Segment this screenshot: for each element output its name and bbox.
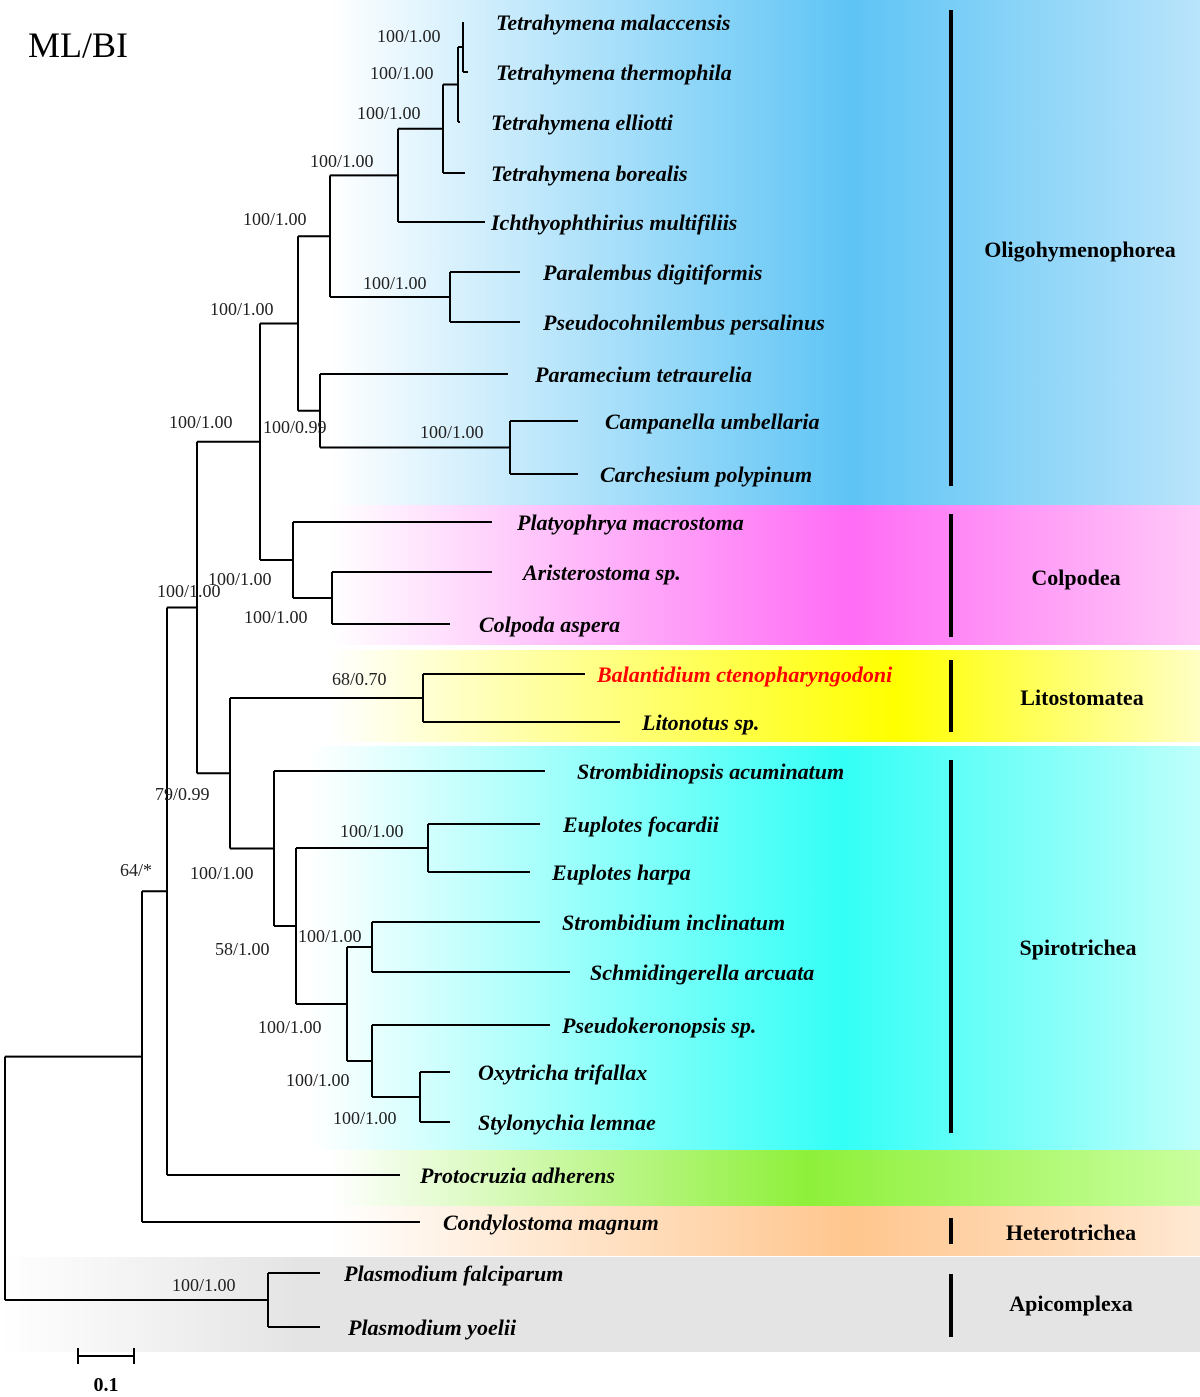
support-value: 100/1.00 [377,26,441,46]
support-value: 100/1.00 [370,63,434,83]
taxon-label-euplotes-focardii: Euplotes focardii [562,812,720,837]
clade-label-heterotrichea: Heterotrichea [1006,1220,1136,1245]
support-value: 58/1.00 [215,939,270,959]
taxon-label-strombidium-inclinatum: Strombidium inclinatum [562,910,785,935]
figure-title: ML/BI [28,25,128,65]
taxon-label-colpoda-aspera: Colpoda aspera [479,612,620,637]
taxon-label-pseudokeronopsis-sp: Pseudokeronopsis sp. [561,1013,756,1038]
support-value: 100/1.00 [286,1070,350,1090]
scale-bar: 0.1 [77,1348,135,1396]
support-value: 100/1.00 [340,821,404,841]
taxon-label-aristerostoma-sp: Aristerostoma sp. [521,560,681,585]
taxon-label-oxytricha-trifallax: Oxytricha trifallax [478,1060,647,1085]
band-spirotrichea [310,746,1200,1150]
taxon-label-paralembus-digitiformis: Paralembus digitiformis [542,260,762,285]
support-value: 100/1.00 [208,569,272,589]
clade-label-litostomatea: Litostomatea [1020,685,1143,710]
taxon-label-plasmodium-yoelii: Plasmodium yoelii [347,1315,517,1340]
band-heterotrichea [330,1206,1200,1256]
clade-brackets: OligohymenophoreaColpodeaLitostomateaSpi… [949,10,1176,1337]
support-value: 100/1.00 [169,412,233,432]
band-colpodea [330,505,1200,645]
taxon-label-strombidinopsis-acuminatum: Strombidinopsis acuminatum [577,759,844,784]
taxon-label-tetrahymena-borealis: Tetrahymena borealis [491,161,688,186]
taxon-label-tetrahymena-malaccensis: Tetrahymena malaccensis [496,10,730,35]
band-oligohymenophorea [330,0,1200,505]
clade-label-spirotrichea: Spirotrichea [1020,935,1137,960]
support-value: 100/1.00 [363,273,427,293]
support-value: 100/1.00 [258,1017,322,1037]
support-value: 79/0.99 [155,784,210,804]
support-value: 68/0.70 [332,669,387,689]
support-value: 100/1.00 [244,607,308,627]
scale-bar-label: 0.1 [94,1374,119,1396]
taxon-label-litonotus-sp: Litonotus sp. [641,710,759,735]
support-value: 100/1.00 [190,863,254,883]
clade-color-bands [0,0,1200,1352]
taxon-label-balantidium-ctenopharyngodoni: Balantidium ctenopharyngodoni [596,662,893,687]
taxon-label-protocruzia-adherens: Protocruzia adherens [419,1163,615,1188]
support-value: 100/1.00 [172,1275,236,1295]
support-value: 100/1.00 [243,209,307,229]
taxon-label-stylonychia-lemnae: Stylonychia lemnae [478,1110,656,1135]
taxon-label-euplotes-harpa: Euplotes harpa [551,860,691,885]
taxon-label-condylostoma-magnum: Condylostoma magnum [443,1210,659,1235]
taxon-label-carchesium-polypinum: Carchesium polypinum [600,462,812,487]
taxon-label-ichthyophthirius-multifiliis: Ichthyophthirius multifiliis [490,210,737,235]
band-apicomplexa [0,1257,1200,1352]
taxon-label-tetrahymena-elliotti: Tetrahymena elliotti [491,110,674,135]
band-protocruzia [330,1150,1200,1206]
taxon-label-pseudocohnilembus-persalinus: Pseudocohnilembus persalinus [542,310,825,335]
taxon-label-schmidingerella-arcuata: Schmidingerella arcuata [590,960,814,985]
band-litostomatea [330,650,1200,742]
support-values: 100/1.00100/1.00100/1.00100/1.00100/1.00… [120,26,484,1295]
support-value: 100/1.00 [298,926,362,946]
support-value: 100/1.00 [310,151,374,171]
taxon-label-tetrahymena-thermophila: Tetrahymena thermophila [496,60,732,85]
tree-branches [4,22,620,1328]
taxon-label-platyophrya-macrostoma: Platyophrya macrostoma [516,510,744,535]
support-value: 64/* [120,860,152,880]
support-value: 100/1.00 [357,103,421,123]
support-value: 100/1.00 [157,581,221,601]
taxon-label-paramecium-tetraurelia: Paramecium tetraurelia [534,362,752,387]
clade-label-apicomplexa: Apicomplexa [1009,1291,1132,1316]
clade-label-colpodea: Colpodea [1031,565,1120,590]
support-value: 100/0.99 [263,417,327,437]
taxon-label-campanella-umbellaria: Campanella umbellaria [605,409,820,434]
support-value: 100/1.00 [420,422,484,442]
clade-label-oligohymenophorea: Oligohymenophorea [984,237,1176,262]
support-value: 100/1.00 [333,1108,397,1128]
support-value: 100/1.00 [210,299,274,319]
taxon-label-plasmodium-falciparum: Plasmodium falciparum [343,1261,563,1286]
